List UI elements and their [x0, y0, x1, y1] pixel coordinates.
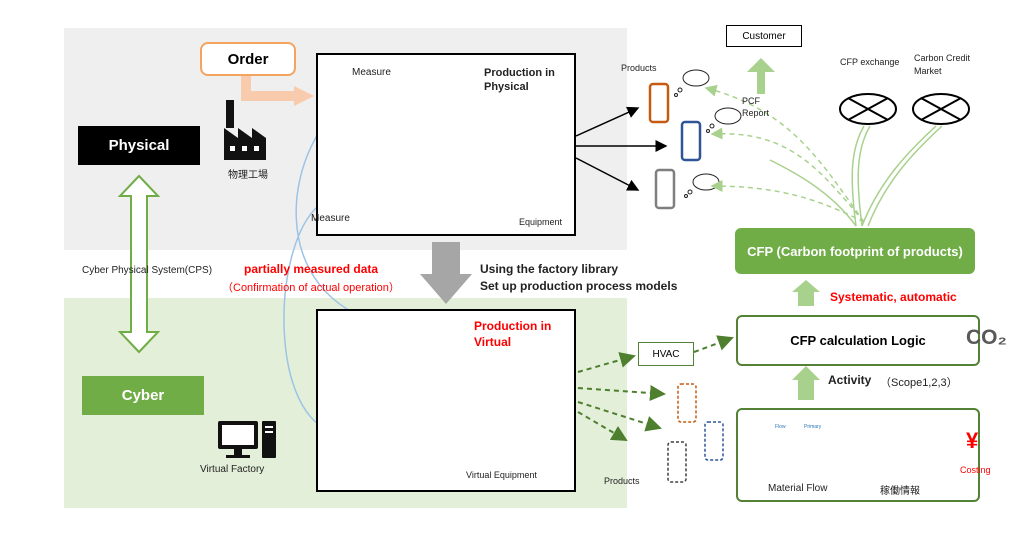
operation-info-label: 稼働情報	[880, 486, 920, 497]
cfp-exchange-label: CFP exchange	[840, 57, 900, 67]
cps-label: Cyber Physical System(CPS)	[82, 265, 213, 276]
measure-label-top: Measure	[352, 67, 391, 78]
production-physical-title-1: Production in	[484, 67, 555, 79]
production-virtual-title-2: Virtual	[474, 335, 512, 349]
phone-icon-gray	[654, 168, 676, 210]
virtual-phone-icons	[667, 383, 724, 483]
cfp-box: CFP (Carbon footprint of products)	[735, 228, 975, 274]
cfp-exchange-icon	[839, 93, 897, 125]
factory-caption: 物理工場	[228, 170, 268, 181]
activity-to-logic-arrow	[792, 366, 820, 400]
confirmation-label: （Confirmation of actual operation）	[222, 282, 400, 294]
phone-icon-orange	[648, 82, 670, 124]
cps-double-arrow	[117, 174, 161, 354]
virtual-products-label: Products	[604, 476, 640, 486]
library-label-2: Set up production process models	[480, 279, 678, 293]
factory-icon	[224, 100, 266, 160]
material-flow-label: Material Flow	[768, 483, 828, 494]
production-physical-title-2: Physical	[484, 81, 529, 93]
co2-label: CO₂	[966, 326, 1007, 349]
order-arrow	[241, 74, 314, 106]
production-virtual-box	[316, 309, 576, 492]
cyber-label: Cyber	[82, 376, 204, 415]
costing-label: Costing	[960, 465, 991, 475]
order-box: Order	[200, 42, 296, 76]
pcf-report-label-2: Report	[742, 108, 770, 118]
production-virtual-title-1: Production in	[474, 319, 552, 333]
pcf-report-label-1: PCF	[742, 96, 760, 106]
thumbnail-label-1: Flow	[775, 424, 786, 430]
product-arrows	[575, 106, 668, 191]
physical-label: Physical	[78, 126, 200, 165]
library-label-1: Using the factory library	[480, 262, 619, 276]
cfp-report-arrows	[704, 84, 865, 223]
carbon-credit-market-icon	[912, 93, 970, 125]
virtual-output-arrows	[577, 335, 734, 442]
partial-data-label: partially measured data	[244, 262, 379, 276]
down-arrow	[420, 242, 472, 304]
activity-box	[736, 408, 980, 502]
scope-label: （Scope1,2,3）	[880, 377, 958, 389]
virtual-factory-label: Virtual Factory	[200, 464, 265, 475]
customer-arrow	[747, 58, 775, 94]
customer-box: Customer	[726, 25, 802, 47]
carbon-credit-label-2: Market	[914, 66, 942, 76]
thumbnail-label-2: Primary	[804, 424, 822, 430]
measure-label-bottom: Measure	[311, 213, 350, 224]
hvac-box: HVAC	[638, 342, 694, 366]
carbon-credit-label-1: Carbon Credit	[914, 53, 971, 63]
logic-to-cfp-arrow	[792, 280, 820, 306]
cfp-to-markets-lines	[769, 125, 943, 227]
products-label: Products	[621, 63, 657, 73]
yen-icon: ¥	[966, 428, 979, 453]
activity-label: Activity	[828, 373, 872, 387]
computer-icon	[218, 421, 276, 458]
production-physical-box	[316, 53, 576, 236]
systematic-label: Systematic, automatic	[830, 290, 957, 304]
cfp-logic-box: CFP calculation Logic	[736, 315, 980, 366]
equipment-label: Equipment	[519, 217, 563, 227]
phone-icon-blue	[680, 120, 702, 162]
virtual-equipment-label: Virtual Equipment	[466, 470, 537, 480]
